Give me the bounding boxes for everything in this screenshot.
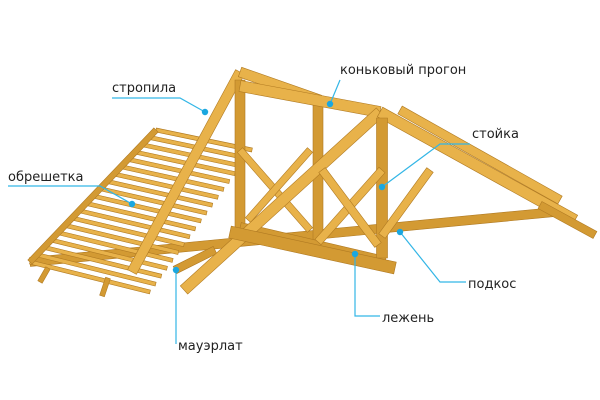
label-strut: подкос [468,277,516,292]
tie-beam-marker [351,250,359,258]
tie-beam-leader [354,254,380,317]
rafters-marker [201,108,209,116]
label-lathing: обрешетка [8,170,84,185]
lathing-leg [37,266,51,284]
brace-front-2 [318,167,382,248]
label-wall-plate: мауэрлат [178,339,243,354]
rafter-front-right [376,106,579,226]
strut-front [378,167,434,239]
label-rafters: стропила [112,81,176,96]
rafter-right-back [397,105,563,205]
rafter-right-end [537,201,598,239]
post-marker [378,183,386,191]
lathing-side-rail [27,127,159,265]
lathing-marker [128,200,136,208]
label-post: стойка [472,127,519,142]
tie-beam-front [228,225,397,275]
lathing-leader [8,185,133,205]
rafter-back-left [127,69,245,275]
ridge-purlin-marker [326,100,334,108]
label-ridge-purlin: коньковый прогон [340,63,466,78]
rafter-front-left [179,107,385,295]
post-leader [381,143,470,188]
ridge-purlin-leader [329,79,341,105]
roof-structure [27,66,598,298]
label-tie-beam: лежень [382,311,434,326]
lathing-leg [99,276,111,298]
ridge-purlin-beam [238,80,382,118]
strut-marker [396,228,404,236]
leader-lines [8,79,470,344]
wall-plate-marker [172,266,180,274]
strut-leader [399,231,466,283]
rafters-leader [112,97,206,113]
